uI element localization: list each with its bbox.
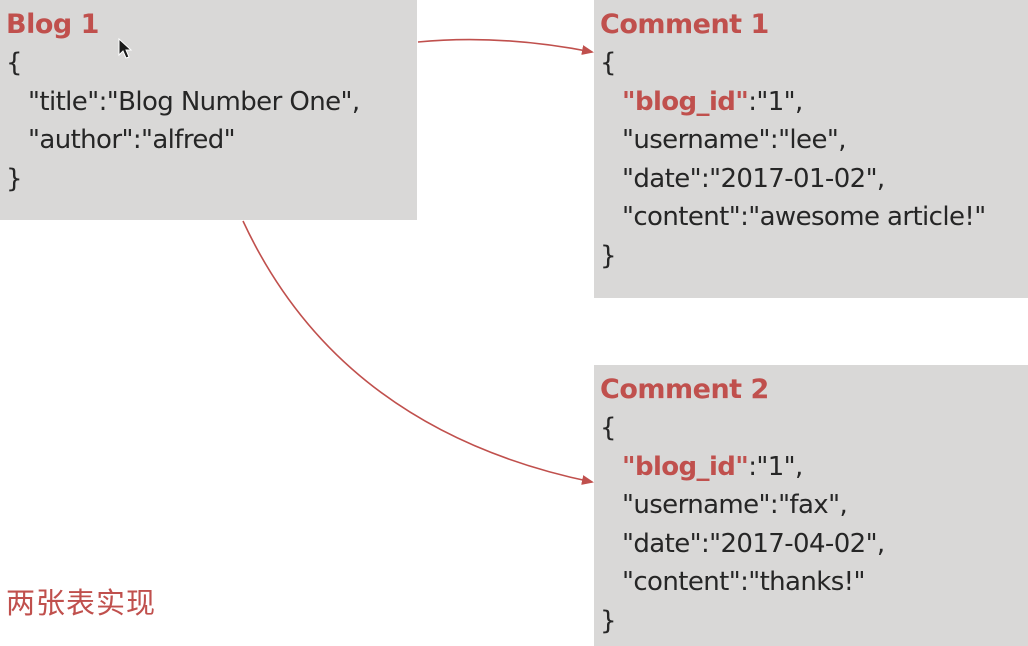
caption-text: 两张表实现: [6, 586, 157, 620]
arrow-blog-to-comment2: [242, 220, 594, 485]
mouse-cursor-icon: [118, 38, 133, 59]
blog-close-brace: }: [6, 163, 23, 194]
field-key: "username": [622, 490, 771, 520]
field-value: :"alfred": [132, 125, 236, 155]
blog-id-key: "blog_id": [622, 451, 749, 482]
field-value: :"thanks!": [740, 567, 865, 597]
blog-title: Blog 1: [6, 9, 99, 40]
field-value: :"1",: [748, 451, 803, 482]
field-key: "content": [622, 202, 741, 232]
comment2-title: Comment 2: [600, 374, 769, 405]
field-key: "date": [622, 163, 702, 194]
comment1-close-brace: }: [600, 240, 617, 271]
field-key: "content": [622, 567, 741, 597]
blog-card: Blog 1 { "title":"Blog Number One", "aut…: [0, 0, 417, 220]
arrow-blog-to-comment1: [417, 38, 594, 55]
comment1-open-brace: {: [600, 48, 617, 78]
blog-open-brace: {: [6, 48, 23, 78]
comment2-card: Comment 2 { "blog_id":"1", "username":"f…: [594, 365, 1028, 646]
field-key: "title": [28, 86, 99, 117]
field-value: :"2017-01-02",: [700, 163, 885, 194]
field-key: "date": [622, 528, 702, 559]
comment1-title: Comment 1: [600, 9, 769, 40]
comment1-field-date: "date":"2017-01-02",: [600, 160, 1028, 199]
field-value: :"awesome article!": [740, 202, 986, 232]
blog-field-author: "author":"alfred": [6, 121, 417, 160]
field-value: :"lee",: [769, 125, 847, 155]
comment1-field-blog-id: "blog_id":"1",: [600, 83, 1028, 122]
comment2-field-username: "username":"fax",: [600, 486, 1028, 525]
field-value: :"Blog Number One",: [98, 86, 361, 117]
comment1-field-username: "username":"lee",: [600, 121, 1028, 160]
field-key: "author": [28, 125, 133, 155]
blog-id-key: "blog_id": [622, 86, 749, 117]
comment2-field-blog-id: "blog_id":"1",: [600, 448, 1028, 487]
blog-field-title: "title":"Blog Number One",: [6, 83, 417, 122]
comment2-open-brace: {: [600, 413, 617, 443]
comment1-card: Comment 1 { "blog_id":"1", "username":"l…: [594, 0, 1028, 298]
field-value: :"2017-04-02",: [700, 528, 885, 559]
field-value: :"1",: [748, 86, 803, 117]
field-value: :"fax",: [769, 490, 848, 520]
comment2-field-date: "date":"2017-04-02",: [600, 525, 1028, 564]
field-key: "username": [622, 125, 771, 155]
comment2-close-brace: }: [600, 605, 617, 636]
comment2-field-content: "content":"thanks!": [600, 563, 1028, 602]
comment1-field-content: "content":"awesome article!": [600, 198, 1028, 237]
